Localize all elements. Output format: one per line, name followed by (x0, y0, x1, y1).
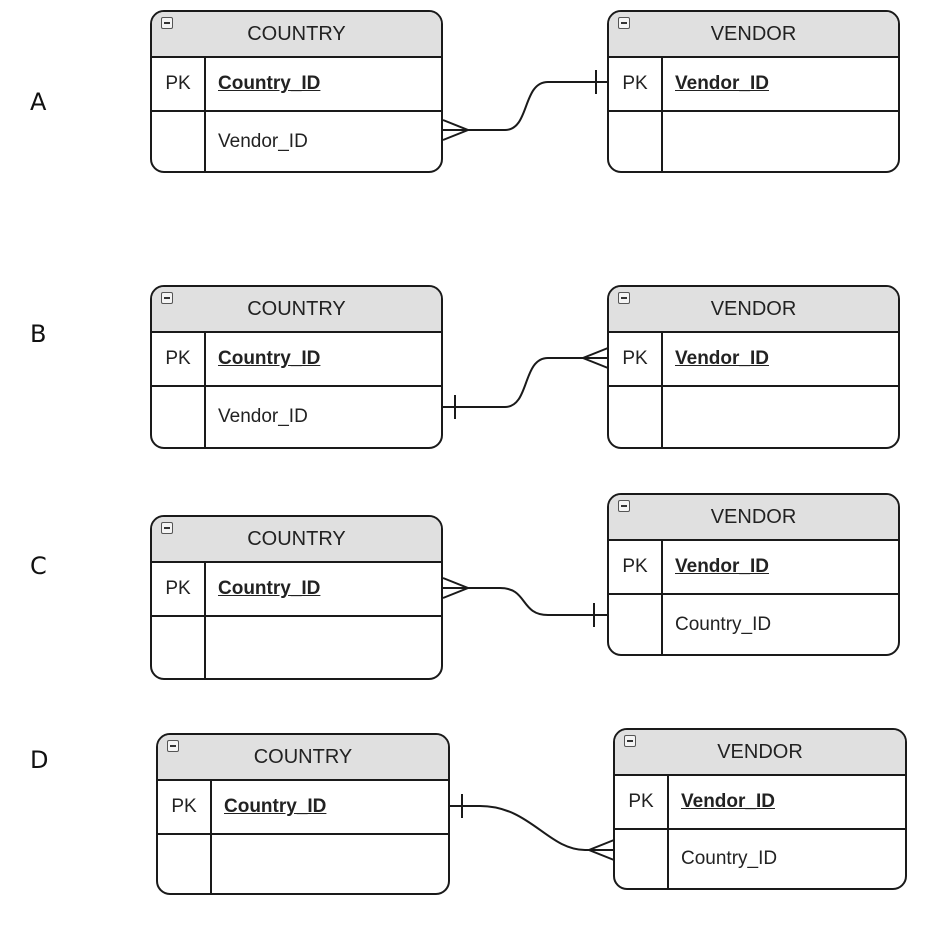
key-label (152, 387, 206, 447)
attribute-row (158, 833, 448, 893)
entity-title: VENDOR (710, 505, 797, 528)
attribute-row (609, 110, 898, 171)
entity-header: COUNTRY (152, 287, 441, 333)
pk-row: PK Vendor_ID (615, 776, 905, 828)
key-label (615, 830, 669, 888)
collapse-icon[interactable] (167, 740, 179, 752)
primary-key-field: Country_ID (218, 73, 321, 94)
entity-title: COUNTRY (253, 745, 353, 768)
key-label: PK (152, 333, 206, 385)
entity-title: COUNTRY (247, 22, 346, 45)
entity-header: VENDOR (615, 730, 905, 776)
collapse-icon[interactable] (161, 17, 173, 29)
key-label: PK (615, 776, 669, 828)
crows-foot-many-icon (442, 577, 471, 599)
collapse-icon[interactable] (618, 500, 630, 512)
vendor-entity-b[interactable]: VENDOR PK Vendor_ID (607, 285, 900, 449)
key-label: PK (152, 58, 206, 110)
attribute-row: Country_ID (609, 593, 898, 654)
pk-row: PK Vendor_ID (609, 58, 898, 110)
option-label-d: D (30, 746, 49, 774)
entity-header: VENDOR (609, 287, 898, 333)
entity-title: COUNTRY (247, 297, 346, 320)
country-entity-a[interactable]: COUNTRY PK Country_ID Vendor_ID (150, 10, 443, 173)
country-entity-d[interactable]: COUNTRY PK Country_ID (156, 733, 450, 895)
relationship-b[interactable] (443, 347, 609, 419)
relationship-c[interactable] (442, 577, 608, 627)
primary-key-field: Vendor_ID (681, 791, 775, 812)
vendor-entity-d[interactable]: VENDOR PK Vendor_ID Country_ID (613, 728, 907, 890)
collapse-icon[interactable] (624, 735, 636, 747)
country-entity-c[interactable]: COUNTRY PK Country_ID (150, 515, 443, 680)
primary-key-field: Vendor_ID (675, 73, 769, 94)
crows-foot-many-icon (580, 347, 609, 369)
primary-key-field: Country_ID (218, 348, 321, 369)
attribute-field: Vendor_ID (218, 130, 308, 152)
attribute-field: Country_ID (675, 613, 772, 635)
relationship-line (443, 357, 608, 408)
pk-row: PK Vendor_ID (609, 541, 898, 593)
crows-foot-many-icon (586, 839, 615, 861)
entity-header: VENDOR (609, 12, 898, 58)
option-label-b: B (30, 320, 47, 348)
attribute-field: Vendor_ID (218, 406, 308, 427)
crows-foot-many-icon (442, 119, 471, 141)
key-label: PK (609, 333, 663, 385)
pk-row: PK Country_ID (152, 563, 441, 615)
option-label-a: A (30, 88, 47, 116)
pk-row: PK Country_ID (152, 333, 441, 385)
primary-key-field: Country_ID (218, 578, 321, 599)
relationship-a[interactable] (442, 70, 608, 141)
pk-row: PK Vendor_ID (609, 333, 898, 385)
relationship-line (450, 805, 614, 851)
entity-title: VENDOR (710, 297, 797, 320)
relationship-d[interactable] (450, 794, 615, 861)
collapse-icon[interactable] (161, 292, 173, 304)
entity-header: VENDOR (609, 495, 898, 541)
pk-row: PK Country_ID (158, 781, 448, 833)
key-label (609, 112, 663, 171)
relationship-line (443, 81, 608, 131)
pk-row: PK Country_ID (152, 58, 441, 110)
attribute-field: Country_ID (681, 848, 778, 869)
collapse-icon[interactable] (161, 522, 173, 534)
key-label (609, 387, 663, 447)
key-label: PK (609, 541, 663, 593)
attribute-row: Vendor_ID (152, 385, 441, 447)
entity-title: VENDOR (717, 740, 803, 763)
vendor-entity-a[interactable]: VENDOR PK Vendor_ID (607, 10, 900, 173)
key-label (152, 617, 206, 678)
primary-key-field: Vendor_ID (675, 348, 769, 369)
relationship-line (443, 587, 608, 616)
primary-key-field: Country_ID (224, 796, 327, 817)
vendor-entity-c[interactable]: VENDOR PK Vendor_ID Country_ID (607, 493, 900, 656)
key-label: PK (152, 563, 206, 615)
entity-title: VENDOR (710, 22, 797, 45)
country-entity-b[interactable]: COUNTRY PK Country_ID Vendor_ID (150, 285, 443, 449)
attribute-row: Vendor_ID (152, 110, 441, 171)
key-label: PK (158, 781, 212, 833)
key-label (152, 112, 206, 171)
collapse-icon[interactable] (618, 17, 630, 29)
key-label (609, 595, 663, 654)
attribute-row: Country_ID (615, 828, 905, 888)
key-label: PK (609, 58, 663, 110)
primary-key-field: Vendor_ID (675, 556, 769, 577)
option-label-c: C (30, 552, 47, 580)
collapse-icon[interactable] (618, 292, 630, 304)
key-label (158, 835, 212, 893)
entity-header: COUNTRY (152, 517, 441, 563)
attribute-row (609, 385, 898, 447)
entity-header: COUNTRY (152, 12, 441, 58)
entity-header: COUNTRY (158, 735, 448, 781)
attribute-row (152, 615, 441, 678)
entity-title: COUNTRY (247, 527, 346, 550)
